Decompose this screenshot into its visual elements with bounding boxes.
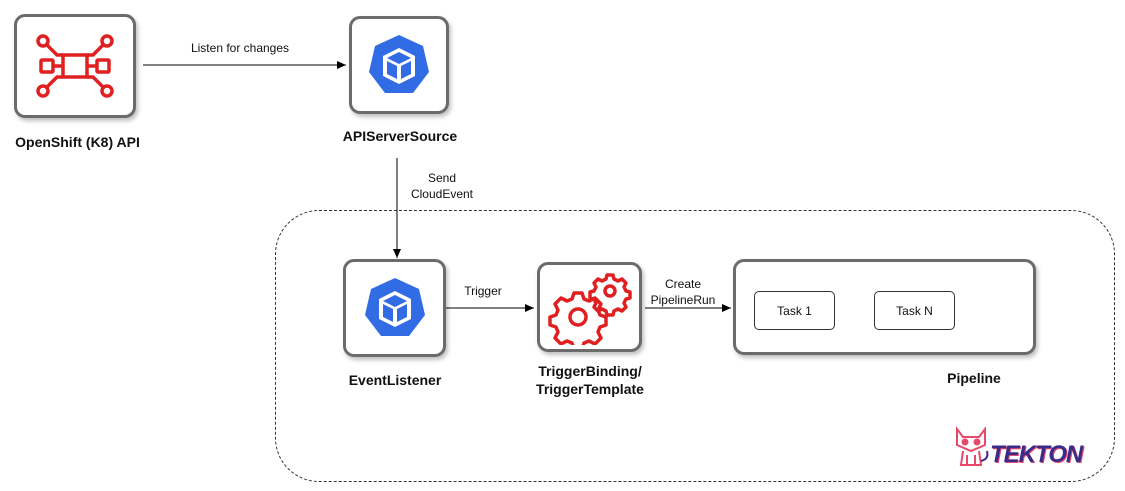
label-triggerbinding-line1: TriggerBinding/ — [538, 363, 642, 379]
task-box-1: Task 1 — [754, 291, 835, 330]
node-openshift-api — [14, 14, 136, 118]
task-box-n: Task N — [874, 291, 955, 330]
label-pipeline: Pipeline — [947, 370, 1001, 386]
gears-icon — [547, 273, 632, 345]
edge-label-send: Send CloudEvent — [392, 170, 492, 202]
label-apiserversource: APIServerSource — [342, 128, 458, 144]
kubernetes-cube-icon — [364, 278, 425, 336]
tekton-wordmark: TEKTON — [990, 441, 1083, 468]
node-triggerbinding — [537, 262, 642, 352]
label-eventlistener: EventListener — [348, 372, 442, 388]
node-apiserversource — [349, 16, 449, 114]
edge-label-listen: Listen for changes — [190, 41, 290, 55]
edge-label-create-line1: Create — [664, 277, 702, 291]
label-openshift-api: OpenShift (K8) API — [15, 134, 140, 150]
tekton-cat-logo — [956, 426, 989, 466]
edge-label-send-line1: Send — [427, 171, 457, 185]
api-network-icon — [36, 34, 114, 98]
edge-label-send-line2: CloudEvent — [410, 187, 474, 201]
tekton-group-frame — [275, 210, 1115, 482]
kubernetes-cube-icon — [369, 35, 429, 93]
edge-label-create-line2: PipelineRun — [650, 293, 716, 307]
node-eventlistener — [343, 259, 446, 357]
label-triggerbinding: TriggerBinding/ TriggerTemplate — [505, 362, 675, 398]
label-triggerbinding-line2: TriggerTemplate — [536, 381, 644, 397]
edge-label-trigger: Trigger — [464, 284, 502, 298]
edge-label-create: Create PipelineRun — [640, 276, 726, 308]
